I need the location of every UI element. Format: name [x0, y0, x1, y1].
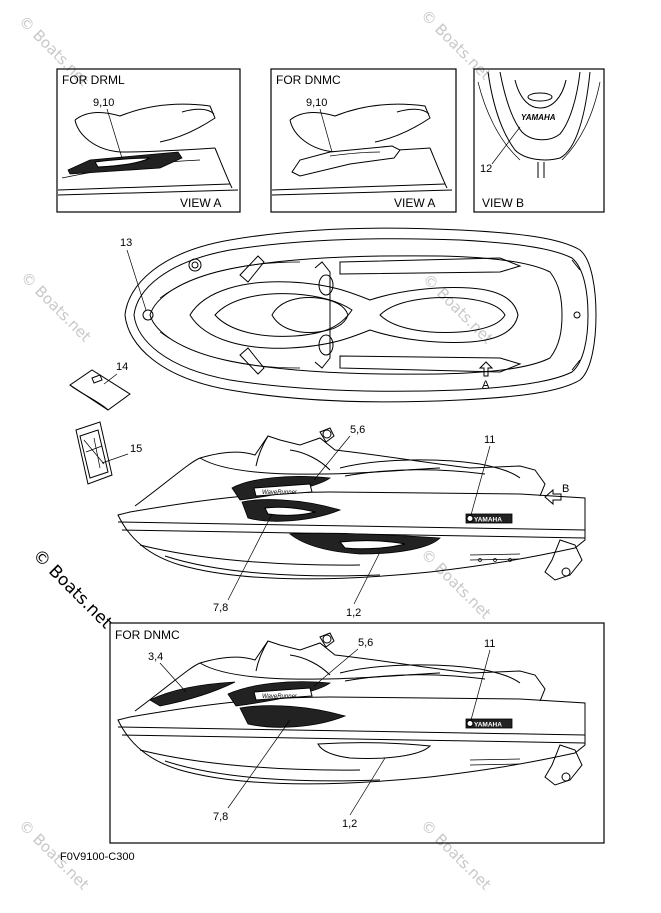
- watermark: © Boats.net: [417, 545, 495, 623]
- arrow-left-icon: [544, 488, 562, 506]
- view-box-view-b: 12 VIEW B YAMAHA: [473, 68, 605, 213]
- watermark: © Boats.net: [419, 270, 497, 348]
- callout-5-6: 5,6: [350, 424, 365, 436]
- figure-code: F0V9100-C300: [60, 851, 135, 863]
- callout-11: 11: [484, 434, 495, 446]
- view-box-header: FOR DNMC: [115, 628, 180, 642]
- waverunner-logo-text: WaveRunner: [262, 490, 298, 496]
- callout-15: 15: [130, 443, 142, 455]
- callout-7-8: 7,8: [213, 811, 228, 823]
- callout-1-2: 1,2: [346, 607, 361, 619]
- callout-9-10: 9,10: [93, 97, 114, 109]
- watermark: © Boats.net: [17, 268, 95, 346]
- view-box-dnmc: FOR DNMC 9,10 VIEW A: [270, 68, 457, 213]
- view-label: VIEW A: [394, 196, 435, 210]
- view-box-drml: FOR DRML 9,10 VIEW A: [56, 68, 241, 213]
- view-box-header: FOR DRML: [62, 73, 125, 87]
- yamaha-logo-text: YAMAHA: [521, 113, 556, 122]
- callout-9-10: 9,10: [306, 97, 327, 109]
- watermark-dark: © Boats.net: [28, 545, 116, 633]
- view-label: VIEW A: [180, 196, 221, 210]
- callout-12: 12: [480, 163, 492, 175]
- callout-1-2: 1,2: [342, 818, 357, 830]
- arrow-up-icon: [478, 361, 494, 377]
- top-view: 13 A: [120, 227, 597, 403]
- callout-3-4: 3,4: [148, 651, 163, 663]
- waverunner-logo-text: WaveRunner: [262, 694, 298, 700]
- view-label: VIEW B: [482, 196, 524, 210]
- view-arrow-label-b: B: [562, 483, 569, 495]
- watermark: © Boats.net: [417, 816, 495, 894]
- view-box-header: FOR DNMC: [276, 73, 341, 87]
- loose-items: 14 15: [69, 361, 142, 485]
- view-arrow-label-a: A: [482, 379, 490, 391]
- callout-14: 14: [116, 361, 128, 373]
- callout-7-8: 7,8: [213, 602, 228, 614]
- callout-5-6: 5,6: [358, 637, 373, 649]
- yamaha-badge-text: YAMAHA: [474, 517, 502, 524]
- side-view-main: WaveRunner YAMAHA 5,6 11 7,8 1,2 B: [117, 424, 586, 619]
- callout-13: 13: [120, 237, 132, 249]
- yamaha-badge-text: YAMAHA: [474, 722, 502, 729]
- callout-11: 11: [484, 638, 495, 650]
- side-view-dnmc: FOR DNMC WaveRunner YAMAHA 3,4 5,6: [109, 622, 605, 844]
